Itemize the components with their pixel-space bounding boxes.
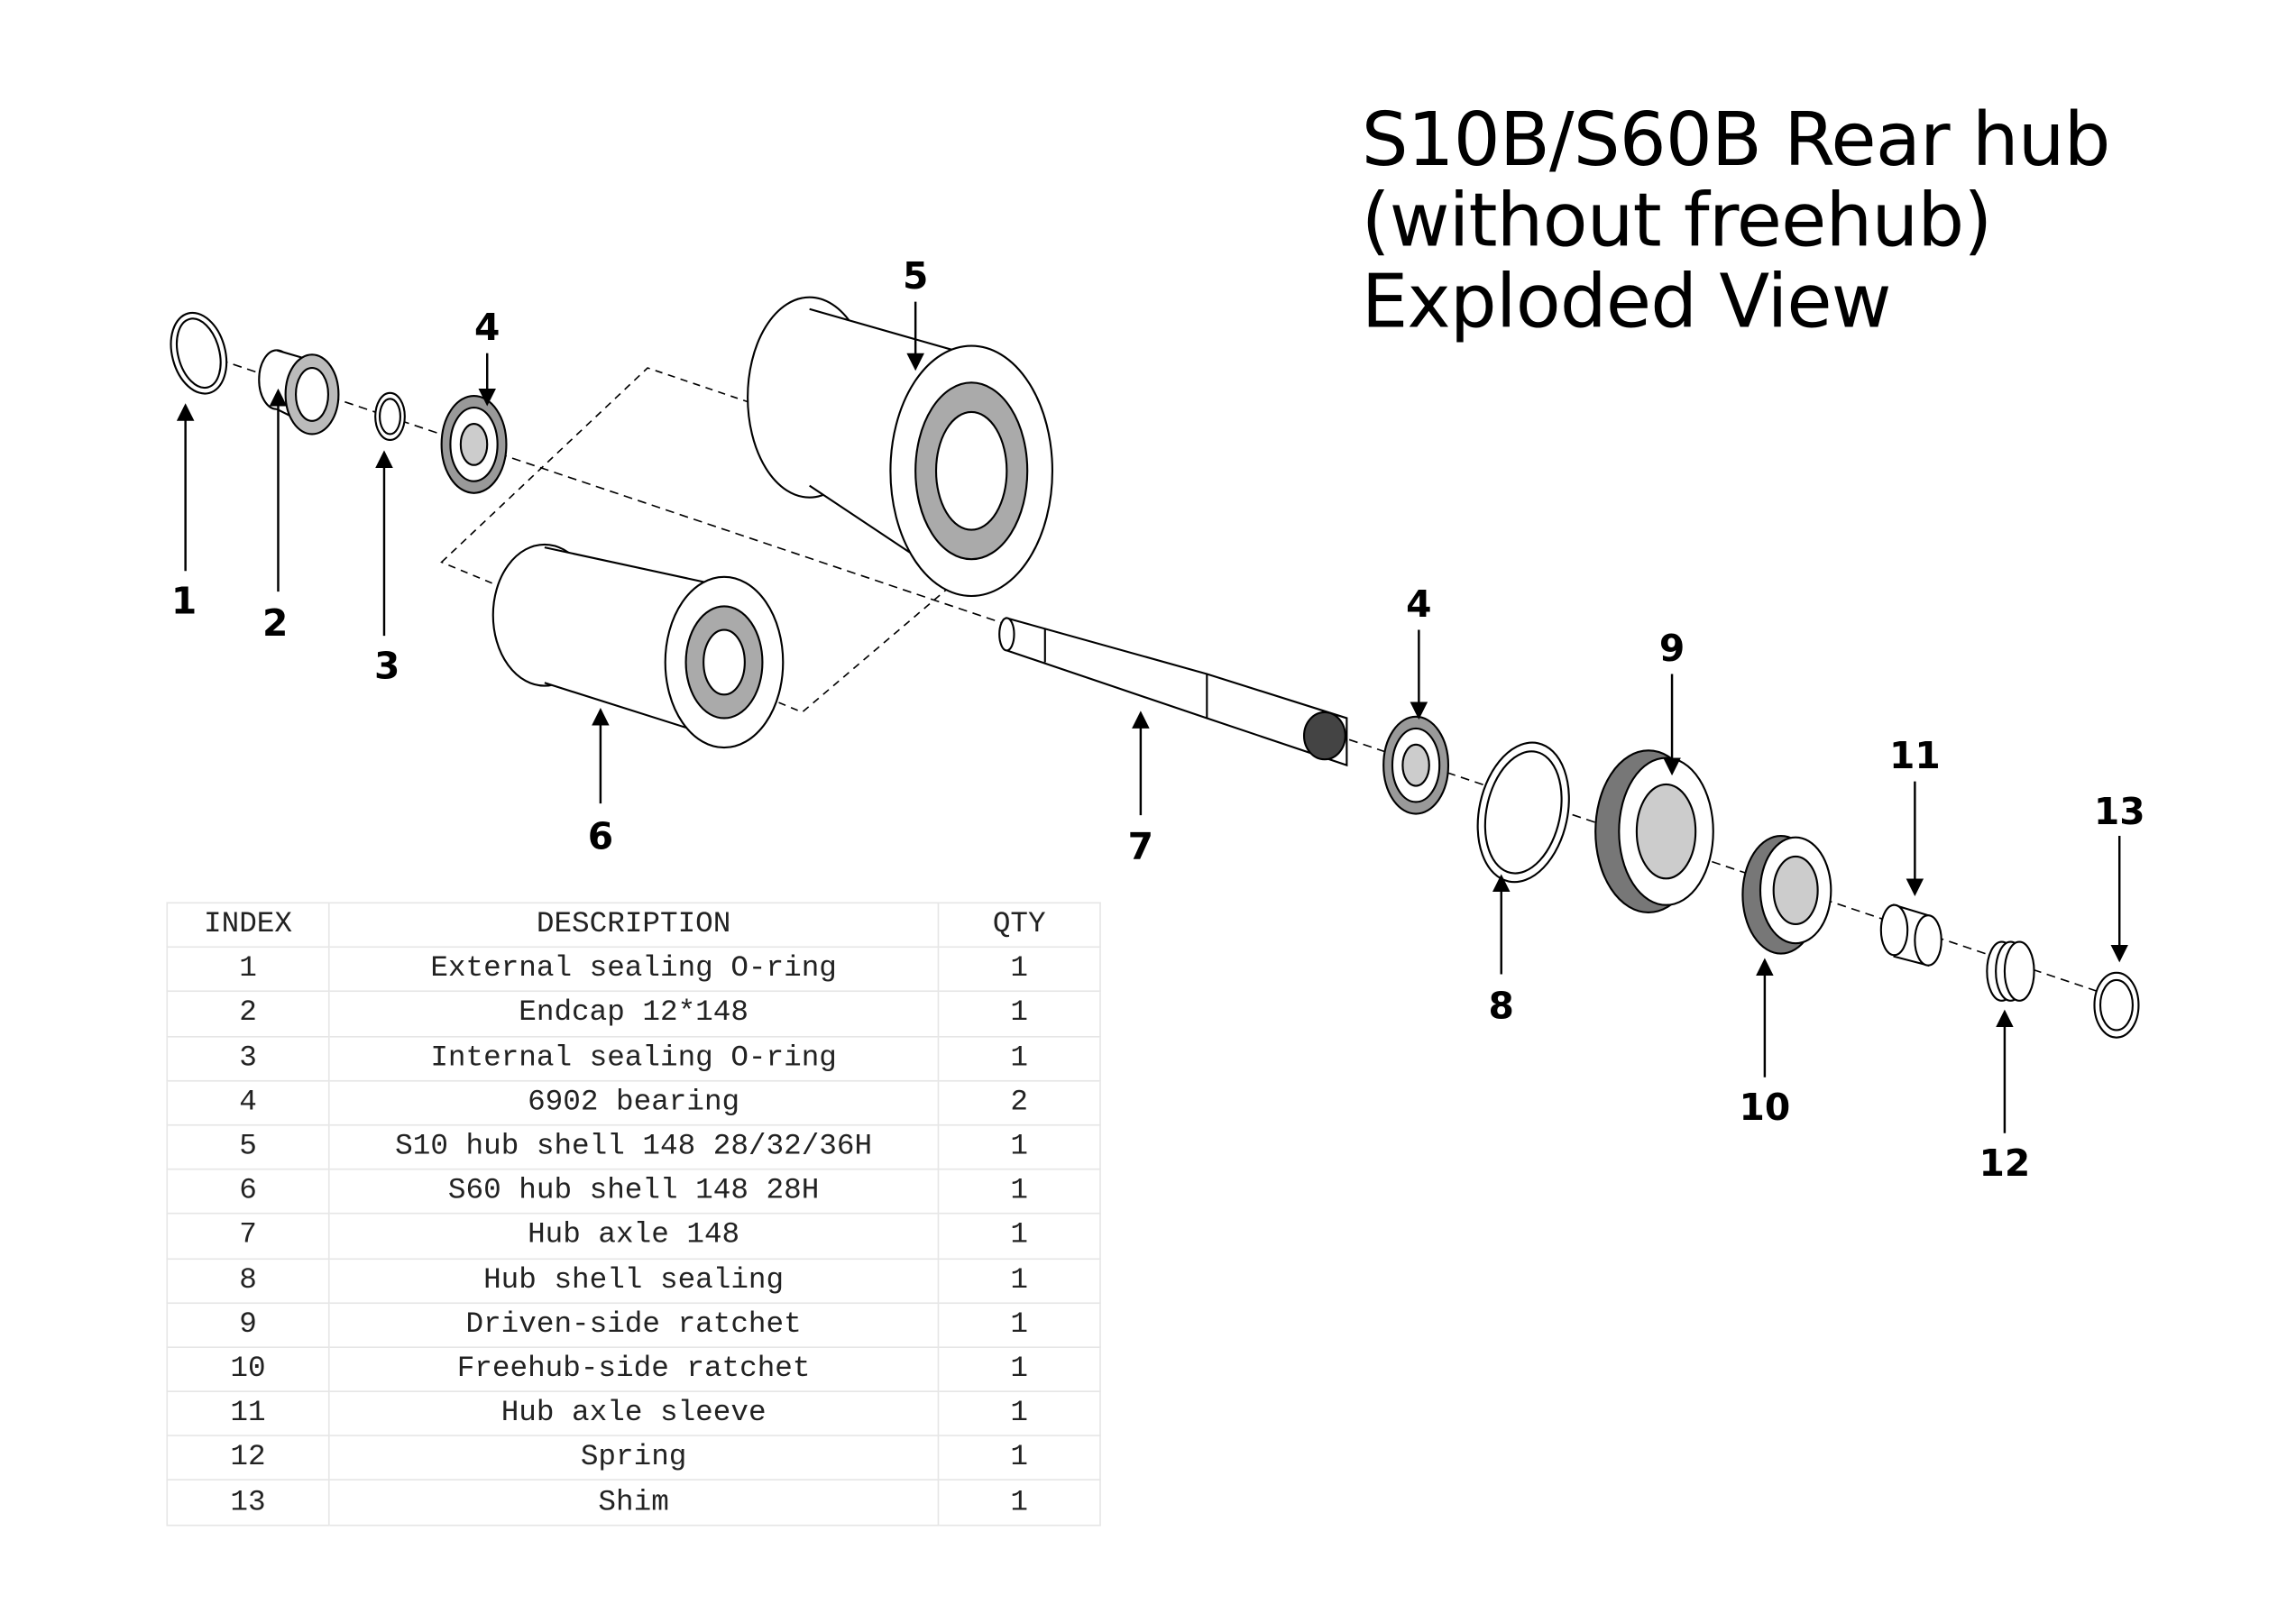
part-6-s60-hub-shell — [491, 543, 785, 749]
cell-qty: 1 — [937, 1435, 1101, 1481]
part-2-endcap — [258, 349, 340, 436]
cell-description: Endcap 12*148 — [327, 991, 940, 1037]
callout-9: 9 — [1659, 627, 1685, 670]
cell-index: 13 — [166, 1479, 330, 1526]
callout-3: 3 — [374, 644, 400, 687]
cell-qty: 1 — [937, 1035, 1101, 1082]
cell-description: Internal sealing O-ring — [327, 1035, 940, 1082]
page-title: S10B/S60B Rear hub (without freehub) Exp… — [1361, 96, 2111, 344]
cell-description: Freehub-side ratchet — [327, 1346, 940, 1393]
cell-qty: 1 — [937, 946, 1101, 993]
callout-1: 1 — [171, 580, 197, 623]
callout-5: 5 — [903, 254, 928, 298]
part-10-freehub-ratchet — [1741, 834, 1832, 955]
title-line-1: S10B/S60B Rear hub — [1361, 96, 2111, 183]
callout-12: 12 — [1979, 1142, 2031, 1185]
part-3-internal-oring — [374, 391, 406, 442]
cell-index: 12 — [166, 1435, 330, 1481]
leader-arrows — [176, 301, 2129, 1133]
cell-index: 4 — [166, 1079, 330, 1126]
callout-7: 7 — [1128, 825, 1153, 868]
part-4-bearing-right — [1382, 715, 1450, 815]
cell-index: 8 — [166, 1257, 330, 1304]
cell-description: Hub axle sleeve — [327, 1390, 940, 1437]
callout-4: 4 — [474, 306, 500, 349]
part-12-spring — [1986, 940, 2035, 1002]
cell-qty: 1 — [937, 1479, 1101, 1526]
header-index: INDEX — [166, 902, 330, 949]
callout-10: 10 — [1739, 1086, 1790, 1129]
part-13-shim — [2093, 971, 2140, 1039]
cell-qty: 1 — [937, 1213, 1101, 1260]
cell-qty: 1 — [937, 1169, 1101, 1215]
cell-qty: 2 — [937, 1079, 1101, 1126]
cell-description: External sealing O-ring — [327, 946, 940, 993]
cell-qty: 1 — [937, 1257, 1101, 1304]
cell-index: 2 — [166, 991, 330, 1037]
cell-description: Shim — [327, 1479, 940, 1526]
cell-qty: 1 — [937, 991, 1101, 1037]
part-9-driven-ratchet — [1594, 749, 1714, 913]
cell-qty: 1 — [937, 1301, 1101, 1348]
title-line-3: Exploded View — [1361, 259, 1892, 344]
part-5-s10-hub-shell — [747, 296, 1054, 598]
cell-qty: 1 — [937, 1123, 1101, 1170]
callout-4b: 4 — [1406, 582, 1431, 626]
part-1-external-oring — [170, 311, 228, 395]
part-11-axle-sleeve — [1879, 903, 1942, 967]
cell-index: 6 — [166, 1169, 330, 1215]
cell-description: Hub shell sealing — [327, 1257, 940, 1304]
part-4-bearing-left — [440, 394, 508, 494]
cell-description: S60 hub shell 148 28H — [327, 1169, 940, 1215]
cell-index: 7 — [166, 1213, 330, 1260]
callout-8: 8 — [1489, 984, 1514, 1027]
cell-index: 3 — [166, 1035, 330, 1082]
callout-11: 11 — [1889, 734, 1941, 777]
callout-2: 2 — [262, 601, 288, 645]
cell-qty: 1 — [937, 1390, 1101, 1437]
part-7-hub-axle — [998, 617, 1348, 767]
cell-index: 9 — [166, 1301, 330, 1348]
header-description: DESCRIPTION — [327, 902, 940, 949]
cell-description: Hub axle 148 — [327, 1213, 940, 1260]
header-qty: QTY — [937, 902, 1101, 949]
callout-6: 6 — [588, 815, 613, 858]
title-line-2: (without freehub) — [1361, 178, 1992, 264]
cell-description: Spring — [327, 1435, 940, 1481]
part-8-hub-shell-seal — [1476, 741, 1570, 884]
cell-description: S10 hub shell 148 28/32/36H — [327, 1123, 940, 1170]
cell-index: 11 — [166, 1390, 330, 1437]
table-header-row: INDEX DESCRIPTION QTY — [166, 902, 1101, 949]
cell-index: 5 — [166, 1123, 330, 1170]
cell-description: Driven-side ratchet — [327, 1301, 940, 1348]
callout-13: 13 — [2094, 790, 2145, 833]
cell-description: 6902 bearing — [327, 1079, 940, 1126]
cell-qty: 1 — [937, 1346, 1101, 1393]
cell-index: 10 — [166, 1346, 330, 1393]
cell-index: 1 — [166, 946, 330, 993]
